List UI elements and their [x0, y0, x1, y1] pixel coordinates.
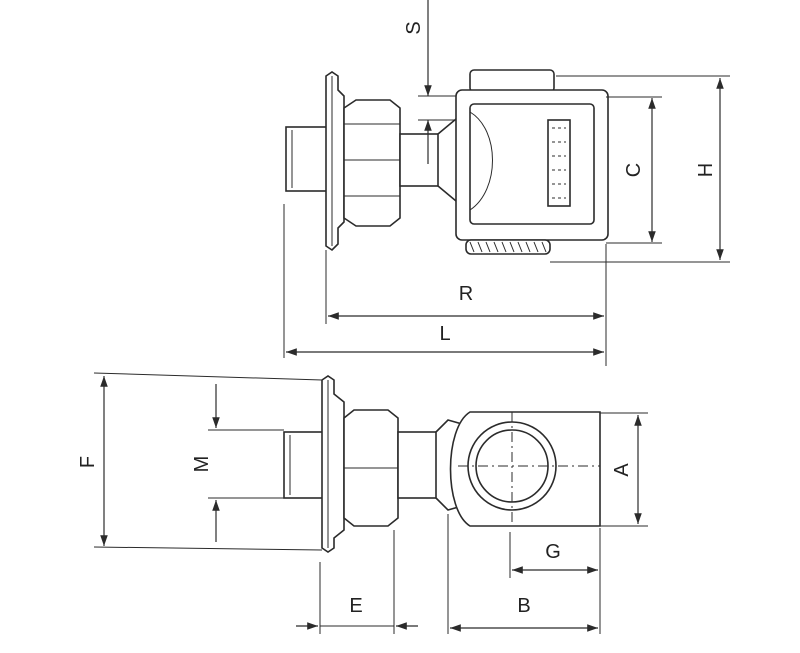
top-hex-nut — [343, 99, 401, 227]
label-m: M — [191, 456, 213, 473]
bottom-washer-plate — [321, 375, 345, 553]
dimension-b: B — [450, 595, 598, 632]
bottom-hinge-eye — [449, 411, 601, 527]
top-hinge-eye — [455, 69, 609, 255]
label-f: F — [77, 456, 99, 468]
dimension-s: S — [403, 0, 456, 164]
dimension-m: M — [191, 384, 284, 542]
label-c: C — [623, 163, 645, 177]
bottom-shaft — [397, 431, 439, 499]
dimension-c: C — [606, 96, 662, 244]
label-r: R — [459, 283, 473, 305]
bottom-hex-nut — [343, 409, 399, 527]
dimension-l: L — [286, 323, 604, 356]
top-washer-plate — [325, 71, 345, 252]
label-b: B — [517, 595, 530, 617]
label-g: G — [545, 541, 561, 563]
top-shaft — [399, 133, 441, 187]
dimension-r: R — [328, 283, 604, 320]
label-s: S — [403, 21, 425, 34]
label-l: L — [439, 323, 450, 345]
dimension-f: F — [77, 372, 323, 551]
top-view: S C H R — [283, 0, 730, 366]
label-e: E — [349, 595, 362, 617]
label-h: H — [695, 163, 717, 177]
dimension-a: A — [600, 412, 648, 527]
top-threaded-stud — [285, 126, 331, 192]
bottom-view: A F M G — [77, 372, 648, 634]
label-a: A — [611, 463, 633, 477]
dimension-g: G — [511, 541, 598, 574]
dimension-e: E — [296, 595, 418, 630]
dimension-h: H — [550, 75, 730, 263]
